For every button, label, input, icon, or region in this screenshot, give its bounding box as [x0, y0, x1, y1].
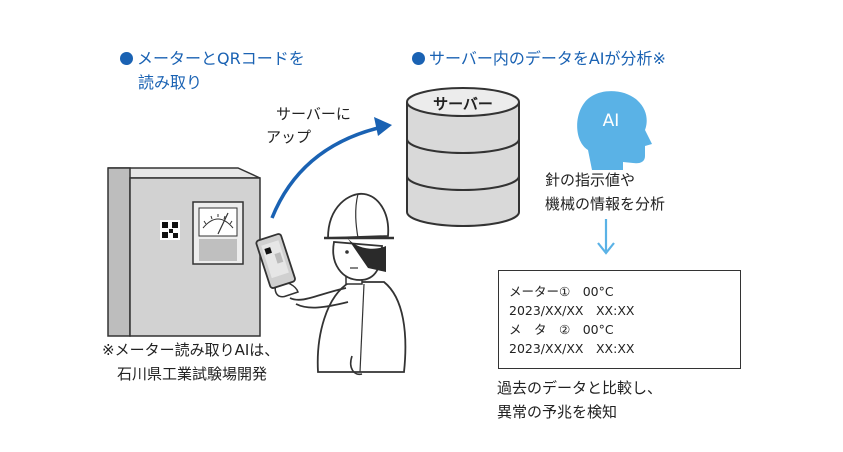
heading-meter-qr: メーターとQRコードを [120, 48, 305, 70]
upload-label-line2: アップ [266, 128, 312, 146]
upload-label-line1: サーバーに [276, 105, 351, 123]
report-row-3: メ タ ② 00°C [509, 322, 614, 337]
ai-head-icon [577, 91, 652, 170]
analysis-label-line1: 針の指示値や [545, 171, 636, 189]
upload-arrow [270, 126, 379, 219]
compare-label-line1: 過去のデータと比較し、 [497, 379, 663, 397]
report-row-4: 2023/XX/XX XX:XX [509, 341, 635, 356]
bullet-icon [120, 52, 133, 65]
report-panel: メーター① 00°C 2023/XX/XX XX:XX メ タ ② 00°C 2… [498, 270, 741, 369]
ai-label: AI [603, 111, 620, 131]
footnote-line2: 石川県工業試験場開発 [117, 365, 268, 383]
smartphone-icon [255, 233, 299, 298]
analysis-label-line2: 機械の情報を分析 [545, 195, 666, 213]
server-label: サーバー [433, 95, 493, 113]
heading-ai-analysis-text: サーバー内のデータをAIが分析※ [429, 49, 666, 68]
compare-label-line2: 異常の予兆を検知 [497, 403, 618, 421]
qr-code-icon [160, 220, 180, 240]
bullet-icon [412, 52, 425, 65]
server-database-icon [406, 87, 520, 227]
upload-arrow-head [374, 117, 392, 136]
analog-meter-icon [192, 201, 244, 265]
down-arrow-icon [597, 219, 615, 255]
heading-meter-qr-line1: メーターとQRコードを [137, 49, 305, 68]
report-row-1: メーター① 00°C [509, 284, 614, 299]
worker-icon [289, 193, 407, 376]
footnote-line1: ※メーター読み取りAIは、 [102, 341, 280, 359]
report-row-2: 2023/XX/XX XX:XX [509, 303, 635, 318]
heading-meter-qr-line2: 読み取り [138, 73, 203, 92]
heading-ai-analysis: サーバー内のデータをAIが分析※ [412, 48, 666, 70]
